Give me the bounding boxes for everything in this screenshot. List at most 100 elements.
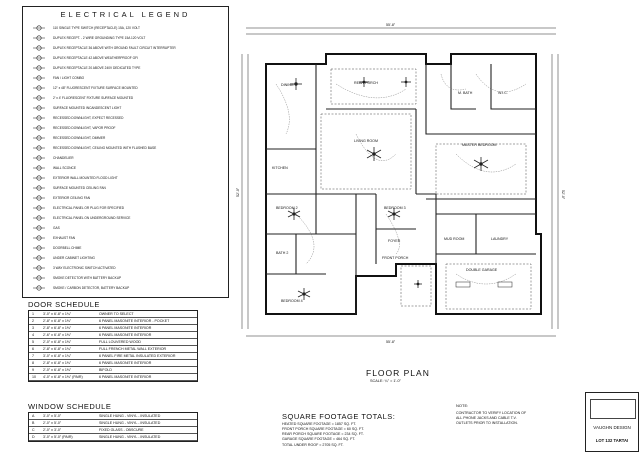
legend-row: EXHAUST FAN [31,235,75,241]
legend-label: DUPLEX RECEPTACLE 20 ABOVE 240V DEDICATE… [53,65,141,70]
legend-row: 12" x 48" FLUORESCENT FIXTURE SURFACE MO… [31,85,138,91]
legend-row: WALL SCONCE [31,165,76,171]
sqft-line: GARAGE SQUARE FOOTAGE = 464 SQ. FT. [282,437,356,441]
legend-symbol-icon [31,145,47,151]
legend-label: SMOKE DETECTOR WITH BATTERY BACKUP [53,275,122,280]
legend-row: DUPLEX RECEPTACLE 36 ABOVE WITH GROUND F… [31,45,176,51]
schedule-row: 8 2'-8" x 6'-8" x 1⅜" 6 PANEL MASONITE INT… [29,360,197,367]
window-schedule-title: WINDOW SCHEDULE [28,402,112,411]
floor-plan: 55'-8" 55'-8" 52'-0" 52'-0" [236,23,565,344]
schedule-size: 2'-8" x 6'-8" x 1⅜" [43,326,72,330]
legend-label: EXTERIOR WALL MOUNTED FLOOD LIGHT [53,175,118,180]
schedule-num: A [32,414,35,418]
schedule-desc: 6 PANEL MASONITE INTERIOR [99,361,152,365]
dim-left: 52'-0" [236,187,240,197]
schedule-size: 2'-0" x 6'-8" x 1⅜" [43,340,72,344]
legend-row: DUPLEX RECEPT. - 2 WIRE GROUNDING TYPE 1… [31,35,145,41]
legend-symbol-icon [31,155,47,161]
schedule-num: 5 [32,340,34,344]
note-line: ALL PHONE JACKS AND CABLE T.V. [456,416,517,420]
legend-row: DOORBELL CHIME [31,245,81,251]
legend-row: GAS [31,225,60,231]
legend-row: RECESSED DOWNLIGHT, EXPECT RECESSED [31,115,123,121]
legend-symbol-icon [31,65,47,71]
legend-label: DOORBELL CHIME [53,245,82,250]
legend-row: EXTERIOR WALL MOUNTED FLOOD LIGHT [31,175,118,181]
plan-title: FLOOR PLAN [366,368,430,378]
legend-label: DUPLEX RECEPTACLE 36 ABOVE WITH GROUND F… [53,45,176,50]
legend-row: SMOKE DETECTOR WITH BATTERY BACKUP [31,275,121,281]
room-living: LIVING ROOM [354,139,378,143]
schedule-size: 4'-0" x 6'-8" x 1⅜" (PAIR) [43,375,83,379]
legend-symbol-icon [31,235,47,241]
legend-symbol-icon [31,185,47,191]
legend-label: DUPLEX RECEPT. - 2 WIRE GROUNDING TYPE 1… [53,35,146,40]
electrical-legend: ELECTRICAL LEGEND 110 SINGLE TYPE SWITCH… [22,6,229,298]
legend-row: FAN / LIGHT COMBO [31,75,84,81]
legend-label: EXTERIOR CEILING FAN [53,195,91,200]
schedule-desc: FULL FRENCH METAL WALL EXTERIOR [99,347,167,351]
square-footage-title: SQUARE FOOTAGE TOTALS: [282,412,396,421]
room-master-bedroom: MASTER BEDROOM [462,143,497,147]
ceiling-lines [320,68,532,310]
legend-row: SURFACE MOUNTED CEILING FAN [31,185,106,191]
legend-label: ELECTRICAL PANEL OR PLUG FOR SPECIFIED [53,205,125,210]
note-line: OUTLETS PRIOR TO INSTALLATION. [456,421,518,425]
legend-symbol-icon [31,175,47,181]
dim-top: 55'-8" [386,23,396,27]
legend-row: CHANDELIER [31,155,74,161]
legend-symbol-icon [31,215,47,221]
schedule-num: B [32,421,35,425]
schedule-num: 10 [32,375,36,379]
schedule-desc: 6 PANEL MASONITE INTERIOR - POCKET [99,319,170,323]
room-bedroom-3: BEDROOM 3 [384,206,406,210]
legend-row: 2' x 4' FLUORESCENT FIXTURE SURFACE MOUN… [31,95,133,101]
legend-row: RECESSED DOWNLIGHT, DIMMER [31,135,105,141]
sqft-line: TOTAL UNDER ROOF = 2705 SQ. FT. [282,443,344,447]
schedule-num: 3 [32,326,34,330]
room-wic: W.I.C. [498,91,508,95]
sqft-line: FRONT PORCH SQUARE FOOTAGE = 60 SQ. FT. [282,427,365,431]
schedule-size: 3'-0" x 5'-0" (PAIR) [43,435,73,439]
door-schedule-title: DOOR SCHEDULE [28,300,100,309]
schedule-size: 3'-0" x 6'-8" x 1¾" [43,312,72,316]
legend-row: ELECTRICAL PANEL ON UNDERGROUND SERVICE [31,215,130,221]
legend-symbol-icon [31,225,47,231]
legend-label: 12" x 48" FLUORESCENT FIXTURE SURFACE MO… [53,85,138,90]
legend-label: RECESSED DOWNLIGHT, CEILING MOUNTED WITH… [53,145,157,150]
dimension-lines [241,27,559,337]
schedule-num: 6 [32,347,34,351]
schedule-size: 2'-8" x 6'-8" x 1⅜" [43,361,72,365]
schedule-desc: 6 PANEL MASONITE INTERIOR [99,333,152,337]
room-master-bath: M. BATH [458,91,473,95]
legend-label: WALL SCONCE [53,165,76,170]
legend-row: SMOKE / CARBON DETECTOR, BATTERY BACKUP [31,285,129,291]
legend-row: DUPLEX RECEPTACLE 20 ABOVE 240V DEDICATE… [31,65,140,71]
note-title: NOTE: [456,403,469,408]
legend-symbol-icon [31,285,47,291]
legend-label: EXHAUST FAN [53,235,76,240]
legend-symbol-icon [31,85,47,91]
legend-symbol-icon [31,135,47,141]
legend-symbol-icon [31,75,47,81]
schedule-desc: OWNER TO SELECT [99,312,134,316]
legend-row: 3 WAY ELECTRONIC SWITCH ACTIVATED [31,265,116,271]
legend-label: FAN / LIGHT COMBO [53,75,85,80]
company-name: VAUGHN DESIGN [593,425,631,430]
schedule-num: 9 [32,368,34,372]
legend-label: GAS [53,225,60,230]
sqft-line: HEATED SQUARE FOOTAGE = 1857 SQ. FT. [282,422,357,426]
legend-symbol-icon [31,275,47,281]
legend-row: DUPLEX RECEPTACLE 42 ABOVE WEATHERPROOF … [31,55,138,61]
legend-label: RECESSED DOWNLIGHT, DIMMER [53,135,106,140]
schedule-num: 8 [32,361,34,365]
